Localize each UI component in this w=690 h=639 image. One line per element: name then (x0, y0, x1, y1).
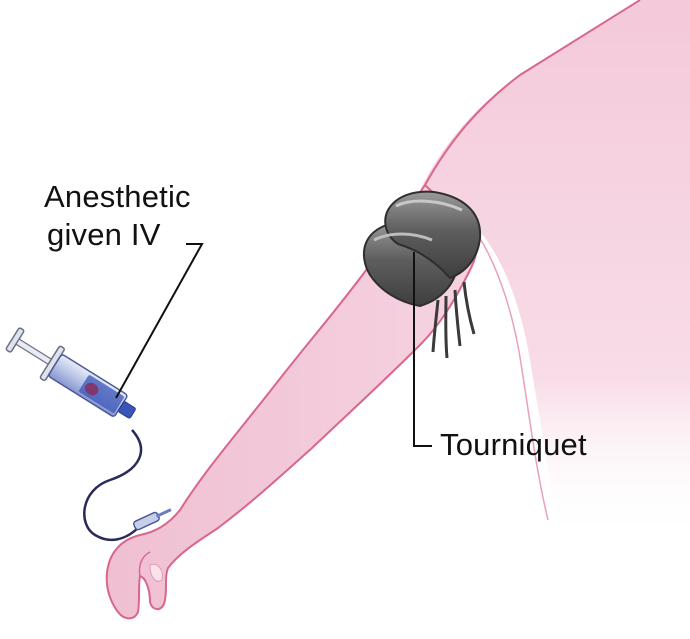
tourniquet-strap (453, 289, 462, 347)
tourniquet (362, 190, 482, 359)
anesthetic-label-line2: given IV (47, 217, 161, 252)
tourniquet-band-upper (384, 190, 482, 280)
fingernail (149, 563, 163, 582)
iv-tubing (83, 429, 143, 542)
iv-catheter (133, 508, 172, 531)
arm (105, 183, 480, 620)
tourniquet-highlight (395, 199, 463, 212)
tourniquet-strap (444, 295, 449, 359)
armpit-outline (477, 234, 549, 521)
torso-outline (424, 0, 641, 186)
tourniquet-strap (431, 299, 440, 353)
tourniquet-label: Tourniquet (440, 427, 587, 462)
anesthetic-leader-line (115, 243, 204, 399)
torso-shoulder (420, 0, 690, 540)
syringe-icon (5, 327, 136, 419)
tourniquet-leader-line (413, 252, 432, 447)
tourniquet-highlight-2 (373, 232, 433, 242)
anesthetic-label-line1: Anesthetic (44, 179, 191, 214)
tourniquet-strap (462, 281, 476, 335)
finger-crease (138, 551, 151, 577)
